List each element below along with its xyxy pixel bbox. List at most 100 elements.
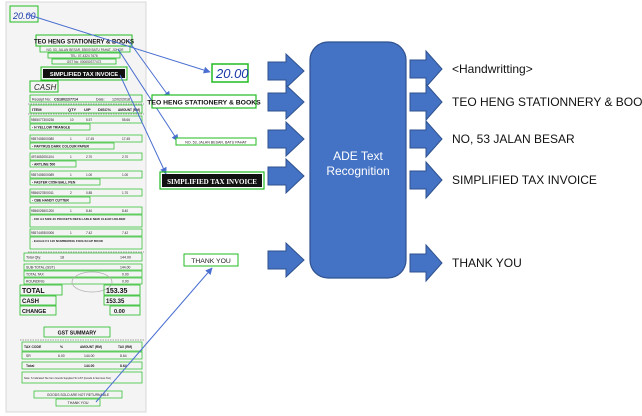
receipt-cash-amount: 153.35: [106, 299, 125, 305]
item-price: 7.42: [86, 231, 92, 235]
receipt-col-disc: DISC%: [98, 107, 112, 112]
receipt-note: Note: S Indicated Tax Item Goods Supplie…: [24, 376, 111, 380]
item-qty: 1: [70, 137, 72, 141]
receipt-col-amount: AMOUNT (RM): [118, 108, 140, 112]
gst-col-percent: %: [60, 345, 63, 349]
receipt-tel: TEL: 07-4324 7676: [70, 54, 98, 58]
item-qty: 1: [70, 155, 72, 159]
crop-handwriting: 20.00: [215, 66, 249, 81]
item-desc: - CKI A4 SIZE 20 POCKETS REFILLABLE NEW …: [32, 217, 126, 221]
item-code: 9556026501200: [31, 209, 54, 213]
item-price: 5.57: [86, 118, 92, 122]
item-desc: - CBE HANDY CUTTER: [32, 199, 69, 203]
output-label-thank-you: THANK YOU: [452, 256, 522, 270]
output-labels: <Handwritting> TEO HENG STATIONNERY & BO…: [452, 62, 642, 270]
receipt-total-tax-label: TOTAL TAX: [26, 273, 44, 277]
output-label-shop-name: TEO HENG STATIONNERY & BOOKS: [452, 95, 642, 109]
receipt-item: 9557405000080 1 17.45 17.45 - PAPYRUS DA…: [29, 134, 143, 150]
item-code: 9557405000089: [31, 173, 54, 177]
input-arrow-3: [267, 120, 305, 158]
receipt-thank-you: THANK YOU: [68, 401, 89, 405]
item-amount: 1.00: [122, 173, 128, 177]
crop-address: NO. 53, JALAN BESAR, BATU PAHAT: [185, 140, 247, 144]
receipt-total-label: TOTAL: [22, 288, 45, 295]
receipt-total-qty-label: Total Qty:: [26, 256, 41, 260]
item-price: 8.40: [86, 209, 92, 213]
receipt-item: 4974652051104 1 2.70 2.70 - ARTLINE 500: [29, 152, 143, 168]
connector-tax-invoice: [119, 74, 167, 175]
input-arrow-1: [267, 52, 305, 90]
crop-tax-invoice-bg: [162, 174, 262, 187]
gst-row-tax: 8.64: [120, 354, 127, 358]
item-amount: 55.66: [122, 118, 130, 122]
receipt-item: 9557449300006 1 7.42 7.42 - EAGLE F4 120…: [29, 228, 143, 250]
receipt-subtotal-label: SUB-TOTAL (GST): [26, 266, 55, 270]
receipt-handwriting-box: [9, 5, 39, 23]
receipt-total-qty: 18: [60, 256, 64, 260]
crop-thank-you: THANK YOU: [191, 258, 231, 265]
text-crops: 20.00 TEO HENG STATIONERY & BOOKS NO. 53…: [147, 63, 265, 267]
receipt-total-qty-amount: 144.00: [120, 256, 131, 260]
item-amount: 17.45: [122, 137, 130, 141]
receipt-item: 9556026501200 1 8.40 8.40 - CKI A4 SIZE …: [29, 206, 143, 228]
receipt-total-tax: 0.00: [122, 273, 129, 277]
receipt-invoice-banner: [43, 69, 125, 78]
item-code: 9557449300006: [31, 231, 54, 235]
output-label-address: NO, 53 JALAN BESAR: [452, 132, 575, 146]
receipt-gst-no: GST No: 000650377472: [67, 60, 102, 64]
item-amount: 1.70: [122, 191, 128, 195]
output-arrow-2: [409, 82, 443, 122]
item-price: 0.85: [86, 191, 92, 195]
item-code: 9557405000080: [31, 137, 54, 141]
input-arrow-2: [267, 83, 305, 121]
output-label-handwriting: <Handwritting>: [452, 62, 533, 76]
receipt-col-up: U/P: [84, 107, 91, 112]
recognition-box: [309, 41, 407, 279]
crop-shop-name-box: [151, 94, 257, 109]
receipt-gst-summary: GST SUMMARY: [58, 331, 97, 337]
receipt-subtotal: 144.00: [120, 266, 130, 270]
receipt-address-box: [39, 45, 131, 53]
receipt-no: CS18022/7714: [54, 98, 78, 102]
receipt-cash-label: CASH: [22, 299, 39, 305]
item-qty: 10: [70, 118, 74, 122]
recognition-label-line2: Recognition: [326, 164, 389, 178]
crop-thank-you-box: [183, 253, 239, 267]
gst-col-amount: AMOUNT (RM): [80, 345, 102, 349]
item-amount: 2.70: [122, 155, 128, 159]
item-desc: - EAGLE F4 120 NUMBERING FOOLSCAP BOOK: [32, 239, 104, 243]
receipt-cash-title: CASH: [34, 83, 56, 92]
crop-tax-invoice-box: [159, 171, 265, 190]
receipt-date-label: Date:: [96, 98, 105, 102]
receipt-item-list: 9555077300236 10 5.57 55.66 - H YELLOW T…: [29, 115, 143, 250]
connector-address: [117, 48, 179, 142]
connector-lines: [25, 13, 213, 403]
item-desc: - FASTER CX5H BALL PEN: [32, 181, 76, 185]
receipt-date: 12/02/2018: [112, 98, 130, 102]
crop-shop-name: TEO HENG STATIONERY & BOOKS: [147, 100, 261, 107]
input-arrow-5: [267, 241, 305, 279]
item-code: 9556027800011: [31, 191, 54, 195]
output-arrows: [409, 49, 443, 283]
connector-thank-you: [95, 267, 213, 403]
output-label-tax-invoice: SIMPLIFIED TAX INVOICE: [452, 173, 597, 187]
receipt-image: 20.00 TEO HENG STATIONERY & BOOKS NO. 53…: [5, 1, 147, 413]
receipt-col-qty: QTY: [68, 107, 77, 112]
gst-total-label: Total: [26, 364, 34, 368]
crop-handwriting-box: [211, 63, 249, 83]
item-qty: 1: [70, 231, 72, 235]
item-qty: 1: [70, 173, 72, 177]
item-qty: 2: [70, 191, 72, 195]
receipt-handwriting: 20.00: [12, 11, 36, 21]
item-amount: 8.40: [122, 209, 128, 213]
gst-total-amount: 144.00: [84, 364, 94, 368]
receipt-goods-sold: GOODS SOLD ARE NOT RETURNABLE: [47, 393, 110, 397]
item-amount: 7.42: [122, 231, 128, 235]
crop-tax-invoice: SIMPLIFIED TAX INVOICE: [167, 178, 257, 186]
gst-col-tax: TAX (RM): [118, 345, 132, 349]
receipt-item: 9556027800011 2 0.85 1.70 - CBE HANDY CU…: [29, 188, 143, 204]
item-price: 1.00: [86, 173, 92, 177]
output-arrow-3: [409, 119, 443, 159]
gst-row-amount: 144.00: [84, 354, 94, 358]
